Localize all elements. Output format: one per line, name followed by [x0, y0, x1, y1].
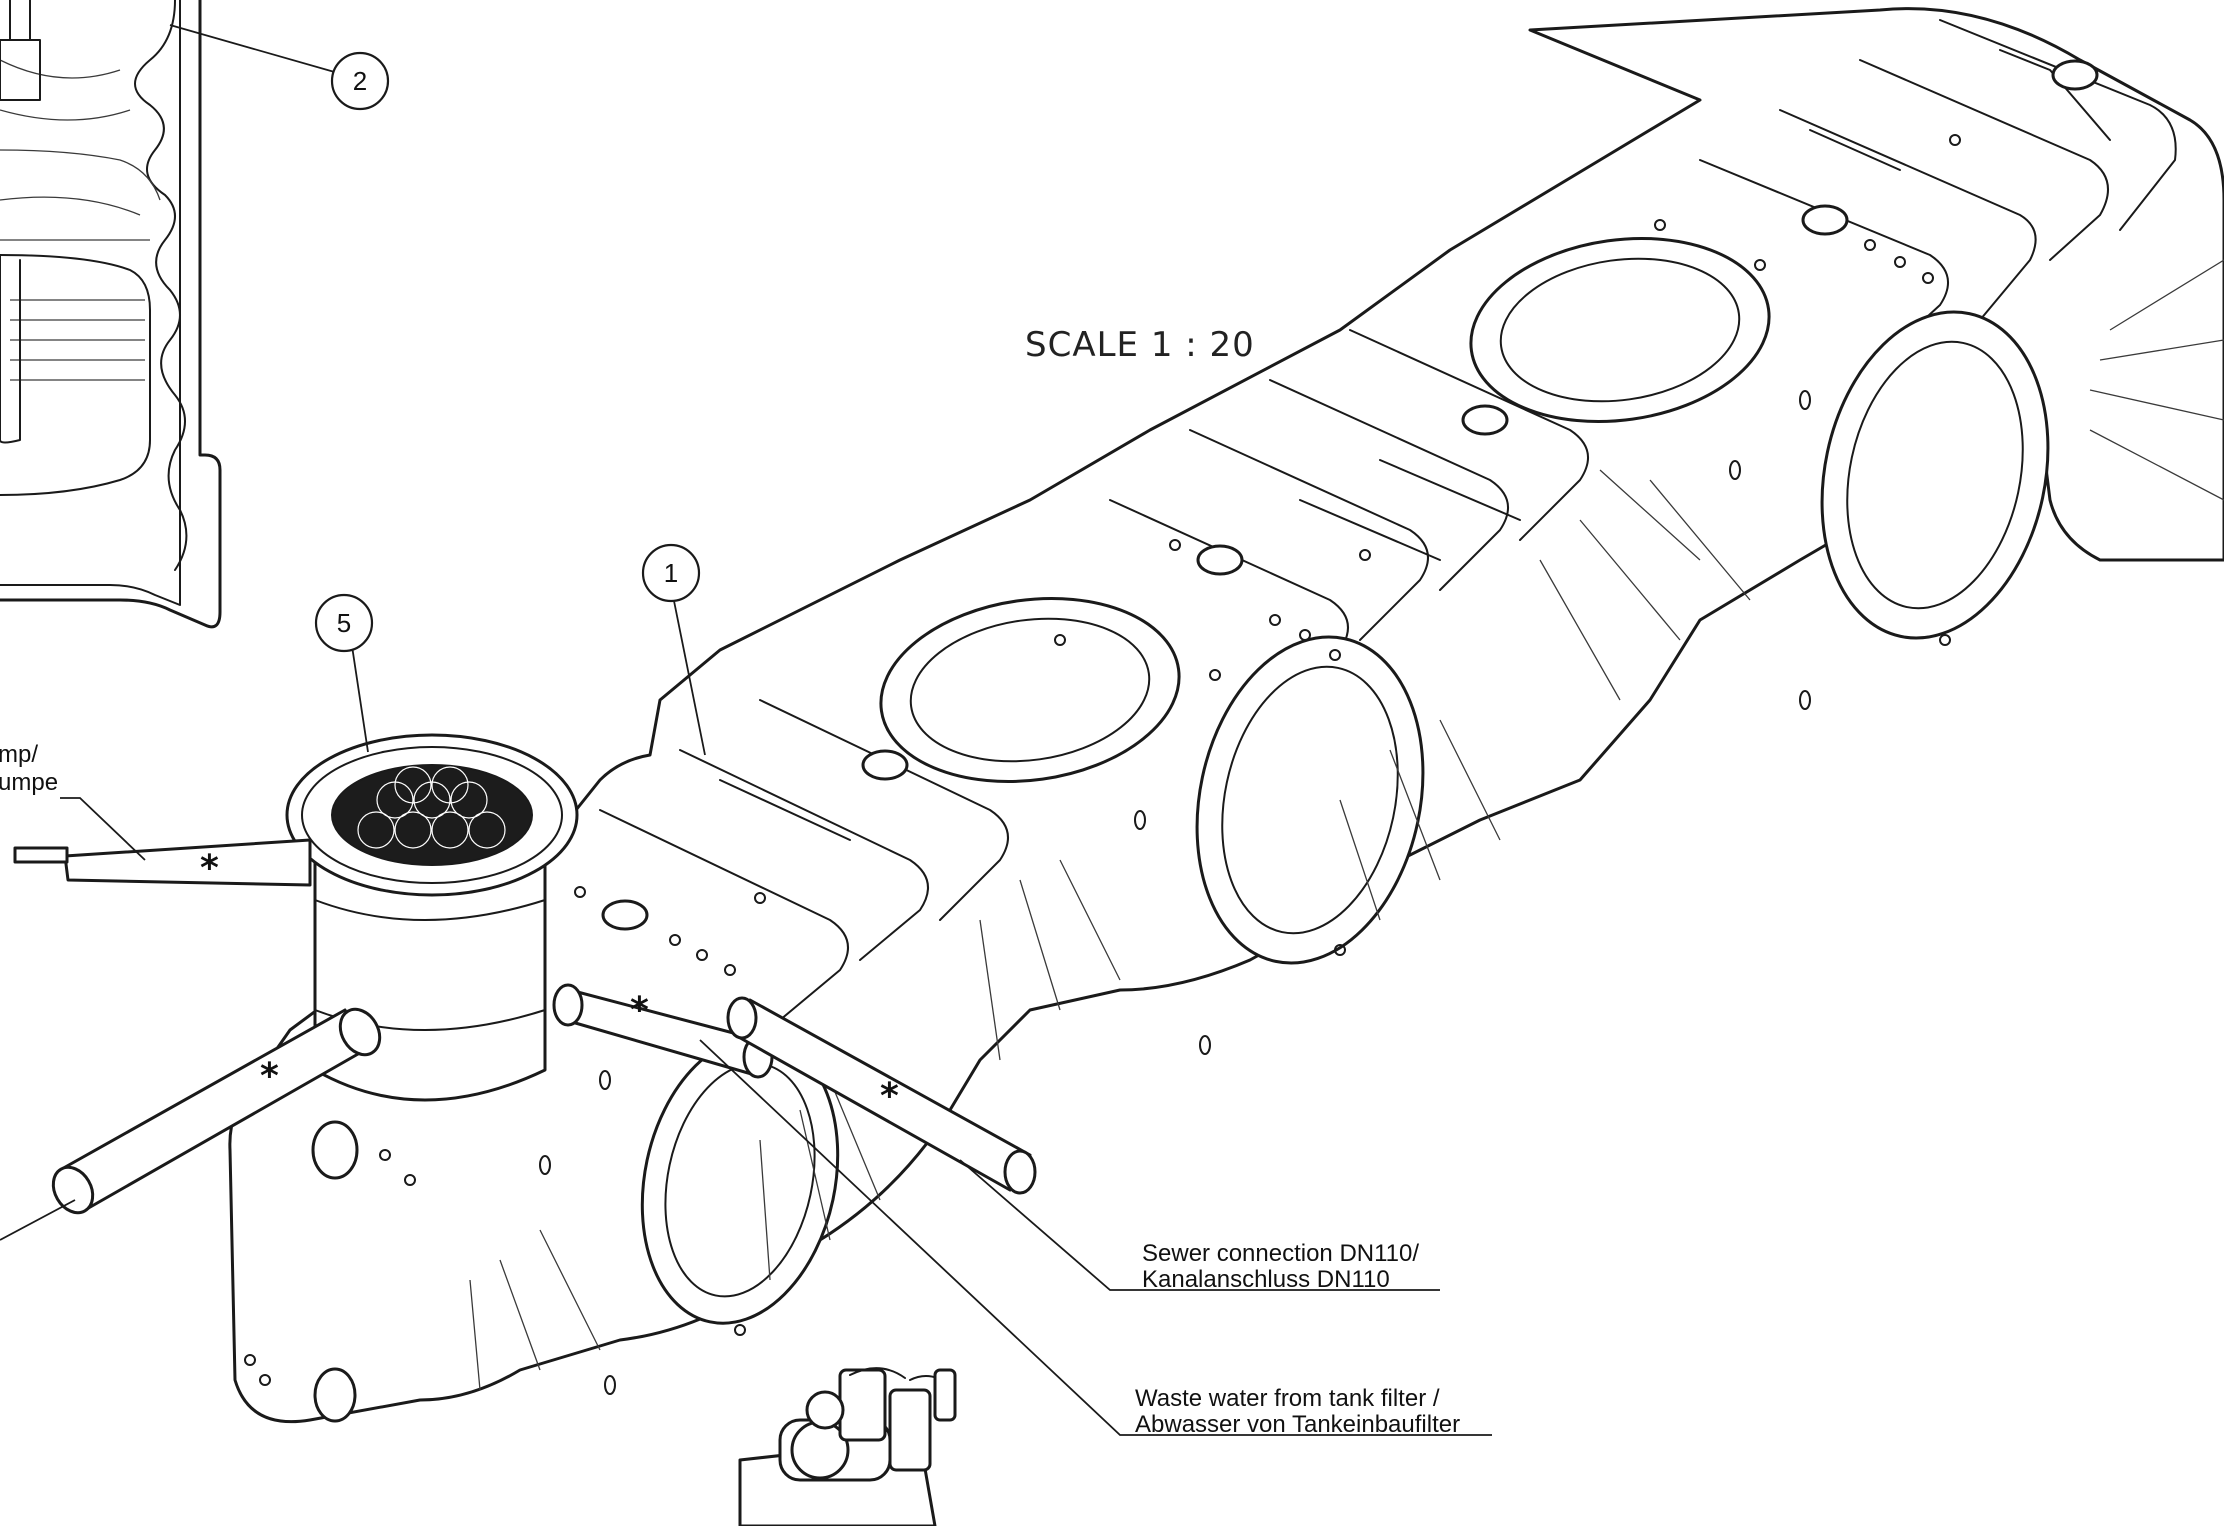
leader-lines	[0, 24, 1492, 1436]
sewer-note-line2: Kanalanschluss DN110	[1142, 1266, 1390, 1293]
tank-ports	[640, 236, 2050, 1325]
filter-grid-pattern	[357, 766, 506, 849]
pipe-marker-pump: *	[200, 848, 219, 889]
rib-lines	[469, 259, 2224, 1391]
waste-note-line1: Waste water from tank filter /	[1135, 1385, 1440, 1412]
pump-note-line1: mp/	[0, 741, 38, 768]
svg-text:2: 2	[353, 66, 367, 96]
pump-note-line2: umpe	[0, 769, 58, 796]
pipe-marker-module: *	[630, 990, 649, 1031]
module-ridges	[599, 19, 2177, 1021]
tank-bosses	[244, 59, 2099, 1423]
detail-view-section	[0, 0, 222, 629]
svg-text:5: 5	[337, 608, 351, 638]
balloon-2: 2	[330, 51, 390, 111]
sewer-note-line1: Sewer connection DN110/	[1142, 1240, 1419, 1267]
pump-unit	[738, 1367, 957, 1526]
pipe-markers: * * * *	[200, 848, 899, 1117]
waste-note-line2: Abwasser von Tankeinbaufilter	[1135, 1411, 1460, 1438]
pipe-marker-sewer: *	[880, 1076, 899, 1117]
scale-label: SCALE 1 : 20	[1025, 325, 1255, 365]
tank-assembly	[228, 7, 2224, 1424]
pipes	[13, 838, 1037, 1215]
svg-text:1: 1	[664, 558, 678, 588]
balloon-1: 1	[641, 543, 701, 603]
pipe-marker-lower: *	[260, 1056, 279, 1097]
balloon-5: 5	[314, 593, 374, 653]
